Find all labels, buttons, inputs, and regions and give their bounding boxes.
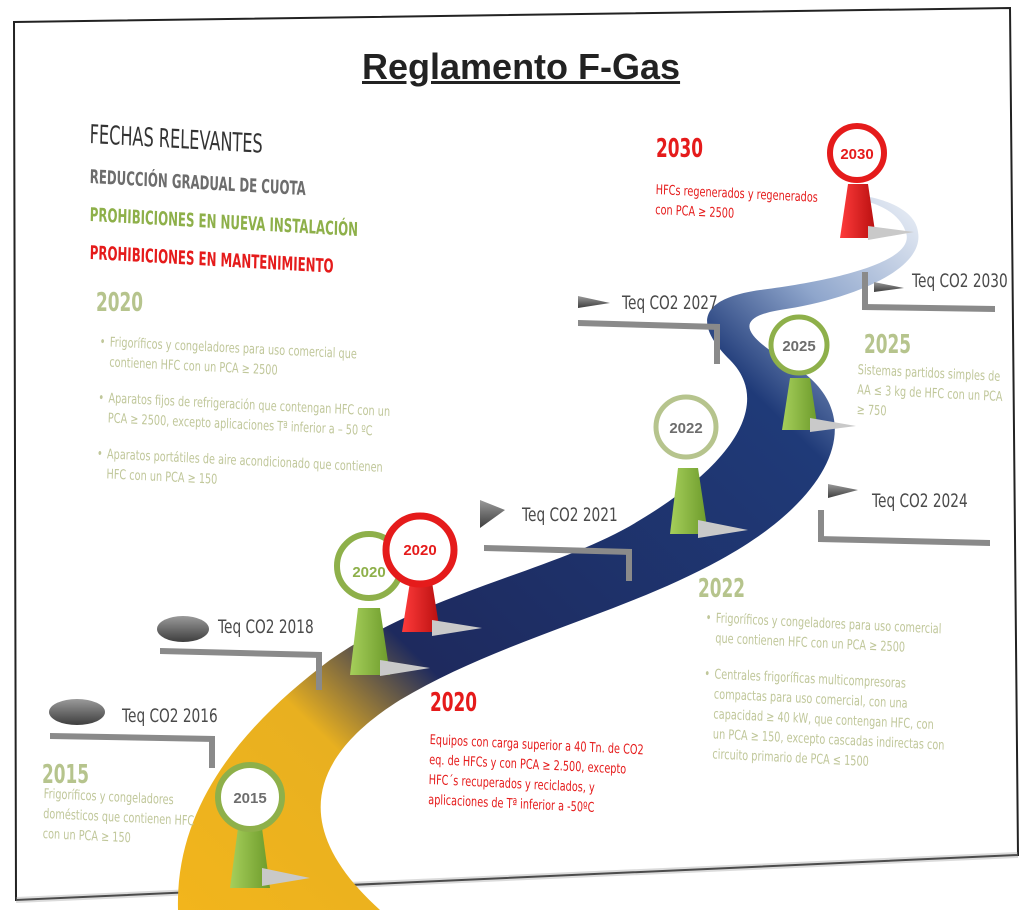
pin-2030: 2030 — [827, 123, 914, 240]
teq-2018-label: Teq CO2 2018 — [218, 616, 314, 638]
teq-platform-2021 — [480, 500, 632, 581]
block-2022-list: Frigoríficos y congeladores para uso com… — [702, 608, 951, 792]
teq-platform-2027 — [578, 296, 720, 364]
pin-2025-label: 2025 — [782, 338, 815, 355]
block-2015-heading: 2015 — [42, 760, 90, 790]
pin-2022: 2022 — [653, 394, 748, 538]
pin-2020-green: 2020 — [334, 531, 430, 676]
pin-2020-red: 2020 — [382, 512, 482, 636]
block-2015-text: Frigoríficos y congeladores domésticos q… — [42, 785, 195, 847]
pin-2025: 2025 — [768, 314, 856, 432]
pin-2030-label: 2030 — [840, 146, 873, 163]
teq-2024-label: Teq CO2 2024 — [872, 490, 968, 512]
pin-2015: 2015 — [215, 762, 310, 888]
teq-2016-label: Teq CO2 2016 — [122, 705, 218, 727]
block-2030-heading: 2030 — [656, 134, 704, 164]
pin-2020-red-label: 2020 — [403, 542, 436, 559]
pin-2015-label: 2015 — [233, 790, 266, 807]
pin-2020-green-label: 2020 — [352, 564, 385, 581]
block-2020-left-item: Aparatos fijos de refrigeración que cont… — [108, 388, 401, 442]
teq-platform-2024 — [818, 484, 990, 546]
block-2030-text: HFCs regenerados y regenerados con PCA ≥… — [655, 181, 818, 222]
block-2025-text: Sistemas partidos simples de AA ≤ 3 kg d… — [856, 361, 1003, 420]
pin-2022-label: 2022 — [669, 420, 702, 437]
block-2020-left-heading: 2020 — [96, 288, 144, 318]
block-2022-heading: 2022 — [698, 574, 746, 604]
block-2020-red-heading: 2020 — [430, 688, 478, 718]
block-2022-item: Centrales frigoríficas multicompresoras … — [712, 664, 949, 775]
teq-2030-label: Teq CO2 2030 — [912, 270, 1008, 292]
block-2025-heading: 2025 — [864, 330, 912, 360]
teq-platform-2030 — [862, 272, 995, 312]
block-2020-left-list: Frigoríficos y congeladores para uso com… — [96, 332, 402, 515]
teq-platform-2018 — [157, 616, 322, 690]
teq-2027-label: Teq CO2 2027 — [622, 292, 718, 314]
page-title: Reglamento F-Gas — [362, 46, 681, 87]
block-2020-red-text: Equipos con carga superior a 40 Tn. de C… — [428, 731, 644, 817]
teq-platform-2016 — [49, 699, 215, 768]
teq-2021-label: Teq CO2 2021 — [522, 504, 618, 526]
block-2020-left-item: Aparatos portátiles de aire acondicionad… — [106, 444, 399, 498]
